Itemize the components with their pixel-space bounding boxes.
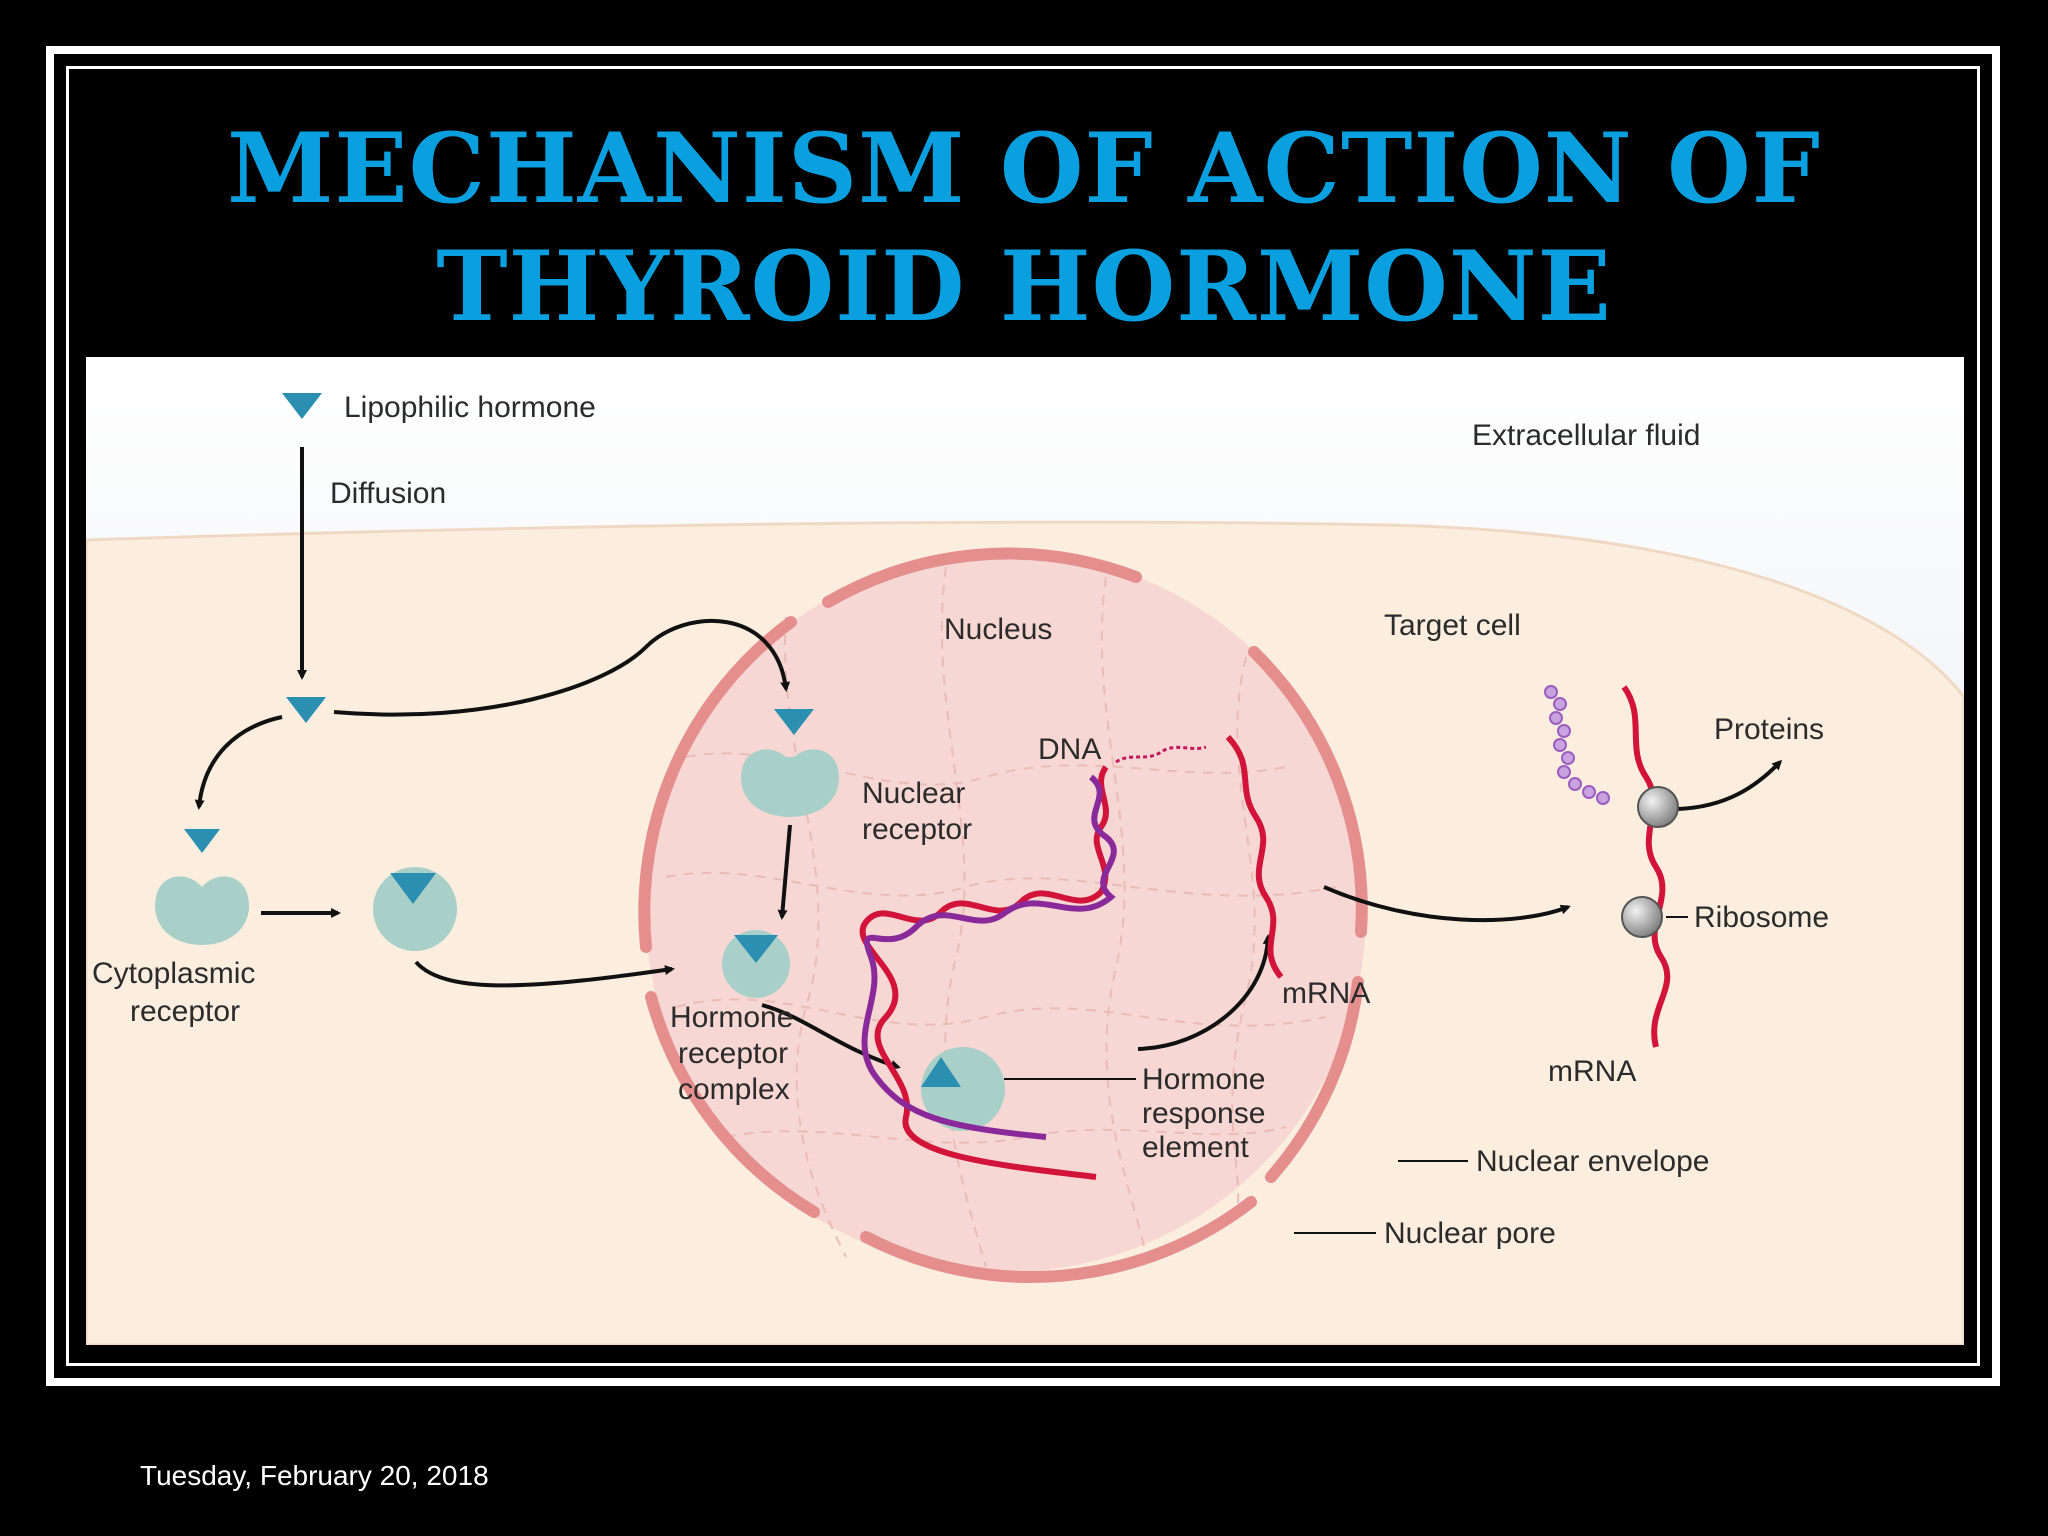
slide-date: Tuesday, February 20, 2018	[140, 1460, 489, 1491]
label-cytoplasmic-receptor-line2: receptor	[130, 995, 240, 1028]
label-hormone-response-element-line3: element	[1142, 1131, 1249, 1164]
hormone-receptor-complex	[722, 930, 790, 998]
growing-polypeptide-chain	[1544, 685, 1610, 805]
ribosome-lower	[1621, 896, 1663, 938]
hormone-in-cytoplasm	[286, 697, 326, 723]
mrna-strand-cytoplasm	[1621, 685, 1671, 1048]
arrow-transcription	[1137, 934, 1273, 1051]
mrna-strand-nucleus	[1225, 734, 1284, 979]
label-mrna-cytoplasm: mRNA	[1548, 1055, 1636, 1088]
label-ribosome: Ribosome	[1694, 901, 1829, 934]
label-hormone-receptor-complex-line2: receptor	[678, 1037, 788, 1070]
arrow-complex-to-nucleus	[414, 960, 675, 988]
arrow-to-cytoplasmic-receptor	[194, 715, 283, 810]
arrow-nuclear-receptor-to-complex	[777, 824, 792, 920]
arrow-to-proteins	[1677, 759, 1783, 811]
slide-title: MECHANISM OF ACTION OF THYROID HORMONE	[70, 110, 1978, 346]
slide-title-line-1: MECHANISM OF ACTION OF	[227, 112, 1821, 225]
slide-outer-border	[46, 46, 2000, 1386]
label-nucleus: Nucleus	[944, 613, 1052, 646]
hormone-near-nucleus	[774, 709, 814, 735]
label-mrna-nucleus: mRNA	[1282, 977, 1370, 1010]
ribosome-upper	[1637, 786, 1679, 828]
slide-title-line-2: THYROID HORMONE	[436, 230, 1612, 343]
lipophilic-hormone-key-icon	[282, 393, 322, 419]
cytoplasmic-receptor-bound-hormone	[373, 867, 457, 951]
label-diffusion: Diffusion	[330, 477, 446, 510]
label-nuclear-envelope: Nuclear envelope	[1476, 1145, 1709, 1178]
label-extracellular-fluid: Extracellular fluid	[1472, 419, 1700, 452]
cytoplasmic-receptor-with-hormone-approaching	[155, 829, 249, 945]
label-hormone-response-element-line2: response	[1142, 1097, 1265, 1130]
hormone-receptor-complex-on-dna	[921, 1047, 1005, 1131]
thyroid-hormone-mechanism-diagram: Lipophilic hormone Diffusion Extracellul…	[86, 357, 1964, 1345]
label-hormone-receptor-complex-line3: complex	[678, 1073, 790, 1106]
arrow-to-nucleus	[333, 618, 791, 717]
label-target-cell: Target cell	[1384, 609, 1521, 642]
label-nuclear-receptor-line2: receptor	[862, 813, 972, 846]
label-nuclear-receptor-line1: Nuclear	[862, 777, 965, 810]
dna-double-helix	[859, 745, 1207, 1180]
label-hormone-receptor-complex-line1: Hormone	[670, 1001, 793, 1034]
label-lipophilic-hormone: Lipophilic hormone	[344, 391, 596, 424]
label-hormone-response-element-line1: Hormone	[1142, 1063, 1265, 1096]
arrow-complex-to-dna	[761, 1003, 901, 1070]
label-nuclear-pore: Nuclear pore	[1384, 1217, 1556, 1250]
arrow-mrna-export	[1323, 885, 1571, 923]
nuclear-receptor	[741, 749, 839, 817]
slide-inner-border	[66, 66, 1980, 1366]
label-cytoplasmic-receptor-line1: Cytoplasmic	[92, 957, 255, 990]
label-dna: DNA	[1038, 733, 1101, 766]
label-proteins: Proteins	[1714, 713, 1824, 746]
